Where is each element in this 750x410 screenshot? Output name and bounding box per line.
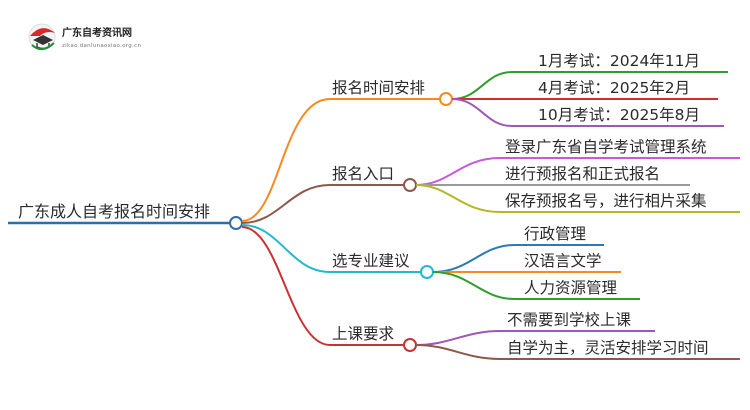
leaf-public-administration: 行政管理: [524, 225, 586, 243]
branch-connector[interactable]: [439, 92, 453, 106]
branch-connector[interactable]: [420, 265, 434, 279]
leaf-no-campus-classes: 不需要到学校上课: [507, 311, 632, 329]
leaf-jan-exam: 1月考试：2024年11月: [538, 52, 700, 70]
brand-url: zikao.danlunaoxiao.org.cn: [62, 43, 141, 49]
branch-registration-schedule[interactable]: 报名时间安排 1月考试：2024年11月 4月考试：2025年2月 10月考试：…: [241, 52, 728, 222]
branch-label-class-requirements: 上课要求: [332, 325, 394, 343]
root-label: 广东成人自考报名时间安排: [18, 202, 210, 221]
leaf-chinese-literature: 汉语言文学: [524, 252, 602, 270]
branch-class-requirements[interactable]: 上课要求 不需要到学校上课 自学为主，灵活安排学习时间: [241, 226, 740, 360]
leaf-apr-exam: 4月考试：2025年2月: [538, 79, 690, 97]
leaf-pre-registration: 进行预报名和正式报名: [505, 165, 660, 183]
brand-name: 广东自考资讯网: [62, 26, 132, 39]
leaf-login-system: 登录广东省自学考试管理系统: [505, 138, 707, 156]
graduation-cap-icon: [28, 23, 56, 51]
root-connector[interactable]: [229, 216, 243, 230]
branch-connector[interactable]: [403, 338, 417, 352]
branch-connector[interactable]: [403, 178, 417, 192]
branch-registration-entry[interactable]: 报名入口 登录广东省自学考试管理系统 进行预报名和正式报名 保存预报名号，进行相…: [241, 138, 740, 224]
leaf-oct-exam: 10月考试：2025年8月: [538, 106, 700, 124]
branch-major-advice[interactable]: 选专业建议 行政管理 汉语言文学 人力资源管理: [241, 224, 640, 300]
leaf-photo-capture: 保存预报名号，进行相片采集: [505, 192, 707, 210]
root-node[interactable]: 广东成人自考报名时间安排: [8, 202, 243, 230]
leaf-self-study: 自学为主，灵活安排学习时间: [507, 339, 709, 357]
branch-label-registration-schedule: 报名时间安排: [332, 79, 425, 97]
branch-label-registration-entry: 报名入口: [332, 165, 394, 183]
branch-label-major-advice: 选专业建议: [332, 252, 410, 270]
leaf-human-resources: 人力资源管理: [524, 279, 617, 297]
brand: 广东自考资讯网 zikao.danlunaoxiao.org.cn: [28, 23, 141, 51]
